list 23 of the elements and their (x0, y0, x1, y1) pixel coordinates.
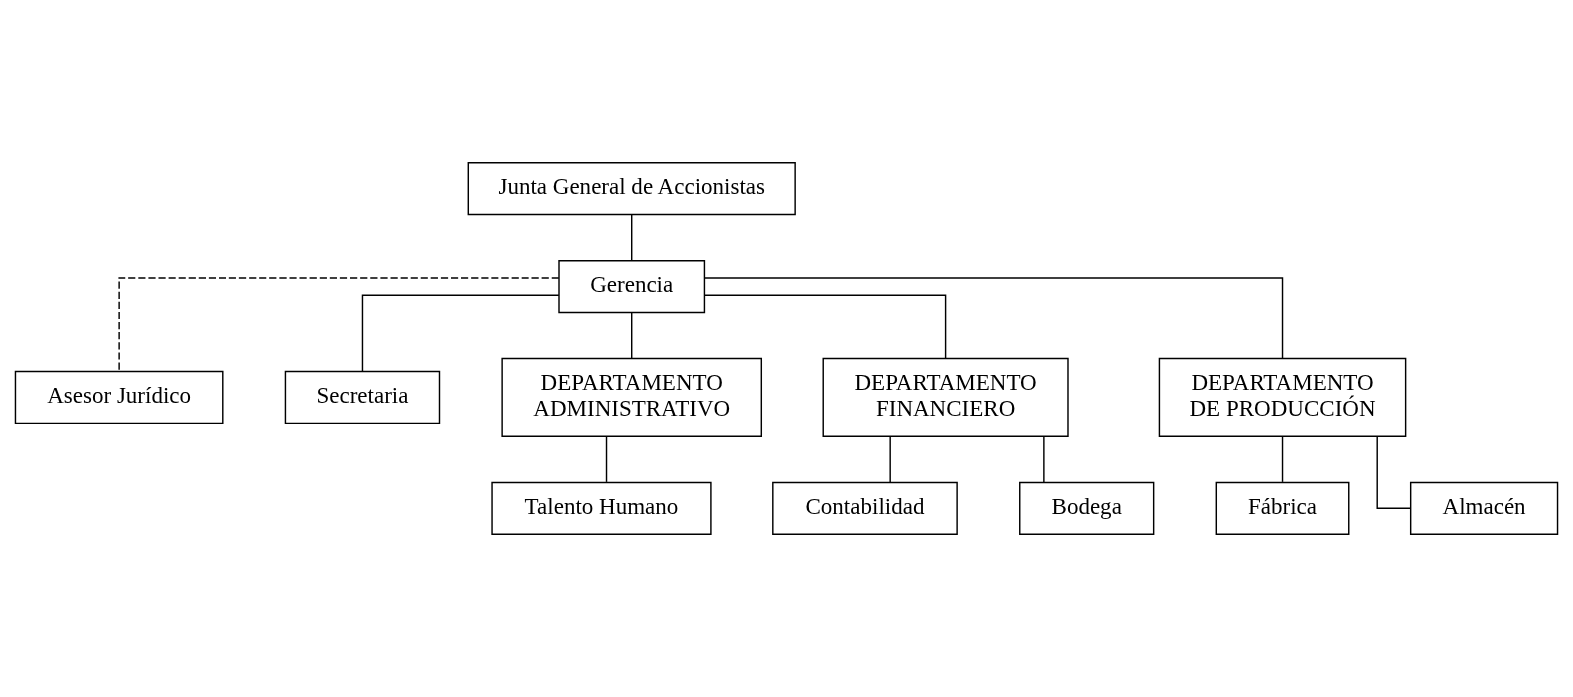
connector (631, 214, 633, 261)
connector (118, 277, 560, 373)
connector (361, 294, 560, 372)
node-box: Gerencia (558, 259, 706, 314)
node-box: Secretaria (284, 370, 441, 425)
connector (703, 277, 1284, 360)
connector (1043, 436, 1045, 483)
node-box: Asesor Jurídico (14, 370, 224, 425)
node-box: Bodega (1019, 481, 1155, 535)
node-box: Junta General de Accionistas (467, 162, 796, 216)
node-box: DEPARTAMENTO DE PRODUCCIÓN (1158, 357, 1407, 438)
connector (889, 436, 891, 483)
connector (1376, 436, 1412, 510)
connector (703, 294, 947, 359)
node-box: Talento Humano (491, 481, 712, 535)
node-box: Contabilidad (772, 481, 958, 535)
node-box: DEPARTAMENTO FINANCIERO (822, 357, 1069, 438)
connector (631, 312, 633, 360)
node-box: Almacén (1409, 481, 1559, 535)
node-box: Fábrica (1215, 481, 1350, 535)
connector (605, 436, 608, 483)
connector (1281, 436, 1284, 483)
node-box: DEPARTAMENTO ADMINISTRATIVO (501, 357, 762, 438)
